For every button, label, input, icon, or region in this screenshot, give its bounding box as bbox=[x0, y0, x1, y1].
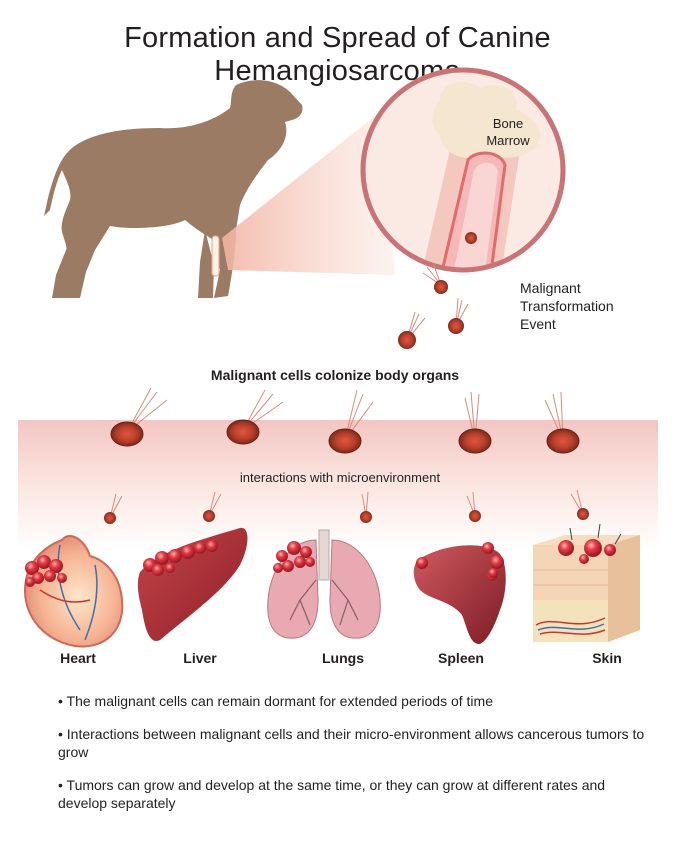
liver-illustration bbox=[137, 527, 248, 641]
heart-illustration bbox=[24, 535, 124, 648]
lungs-illustration bbox=[267, 529, 381, 639]
organ-label-spleen: Spleen bbox=[438, 650, 484, 666]
zoom-beam bbox=[222, 112, 395, 275]
bone-magnifier bbox=[360, 67, 566, 273]
organ-label-heart: Heart bbox=[60, 650, 96, 666]
organ-label-liver: Liver bbox=[183, 650, 217, 666]
dog-silhouette bbox=[44, 80, 303, 299]
bone-marrow-label: Bone Marrow bbox=[486, 116, 530, 148]
bullet-item: • The malignant cells can remain dormant… bbox=[58, 693, 493, 709]
skin-illustration bbox=[533, 523, 640, 642]
bullet-list: • The malignant cells can remain dormant… bbox=[58, 692, 648, 827]
malignant-transformation-label: Malignant Transformation Event bbox=[520, 280, 614, 332]
colonize-heading: Malignant cells colonize body organs bbox=[210, 367, 460, 383]
bullet-item: • Interactions between malignant cells a… bbox=[58, 726, 645, 760]
organ-label-skin: Skin bbox=[592, 650, 622, 666]
organ-label-lungs: Lungs bbox=[322, 650, 364, 666]
descending-cells bbox=[104, 489, 589, 524]
bullet-item: • Tumors can grow and develop at the sam… bbox=[58, 777, 606, 811]
interactions-label: interactions with microenvironment bbox=[239, 470, 441, 485]
colonizing-cell-bodies bbox=[110, 419, 580, 454]
escaping-cells bbox=[398, 262, 469, 349]
spleen-illustration bbox=[413, 542, 506, 645]
page-title: Formation and Spread of Canine Hemangios… bbox=[124, 22, 551, 87]
